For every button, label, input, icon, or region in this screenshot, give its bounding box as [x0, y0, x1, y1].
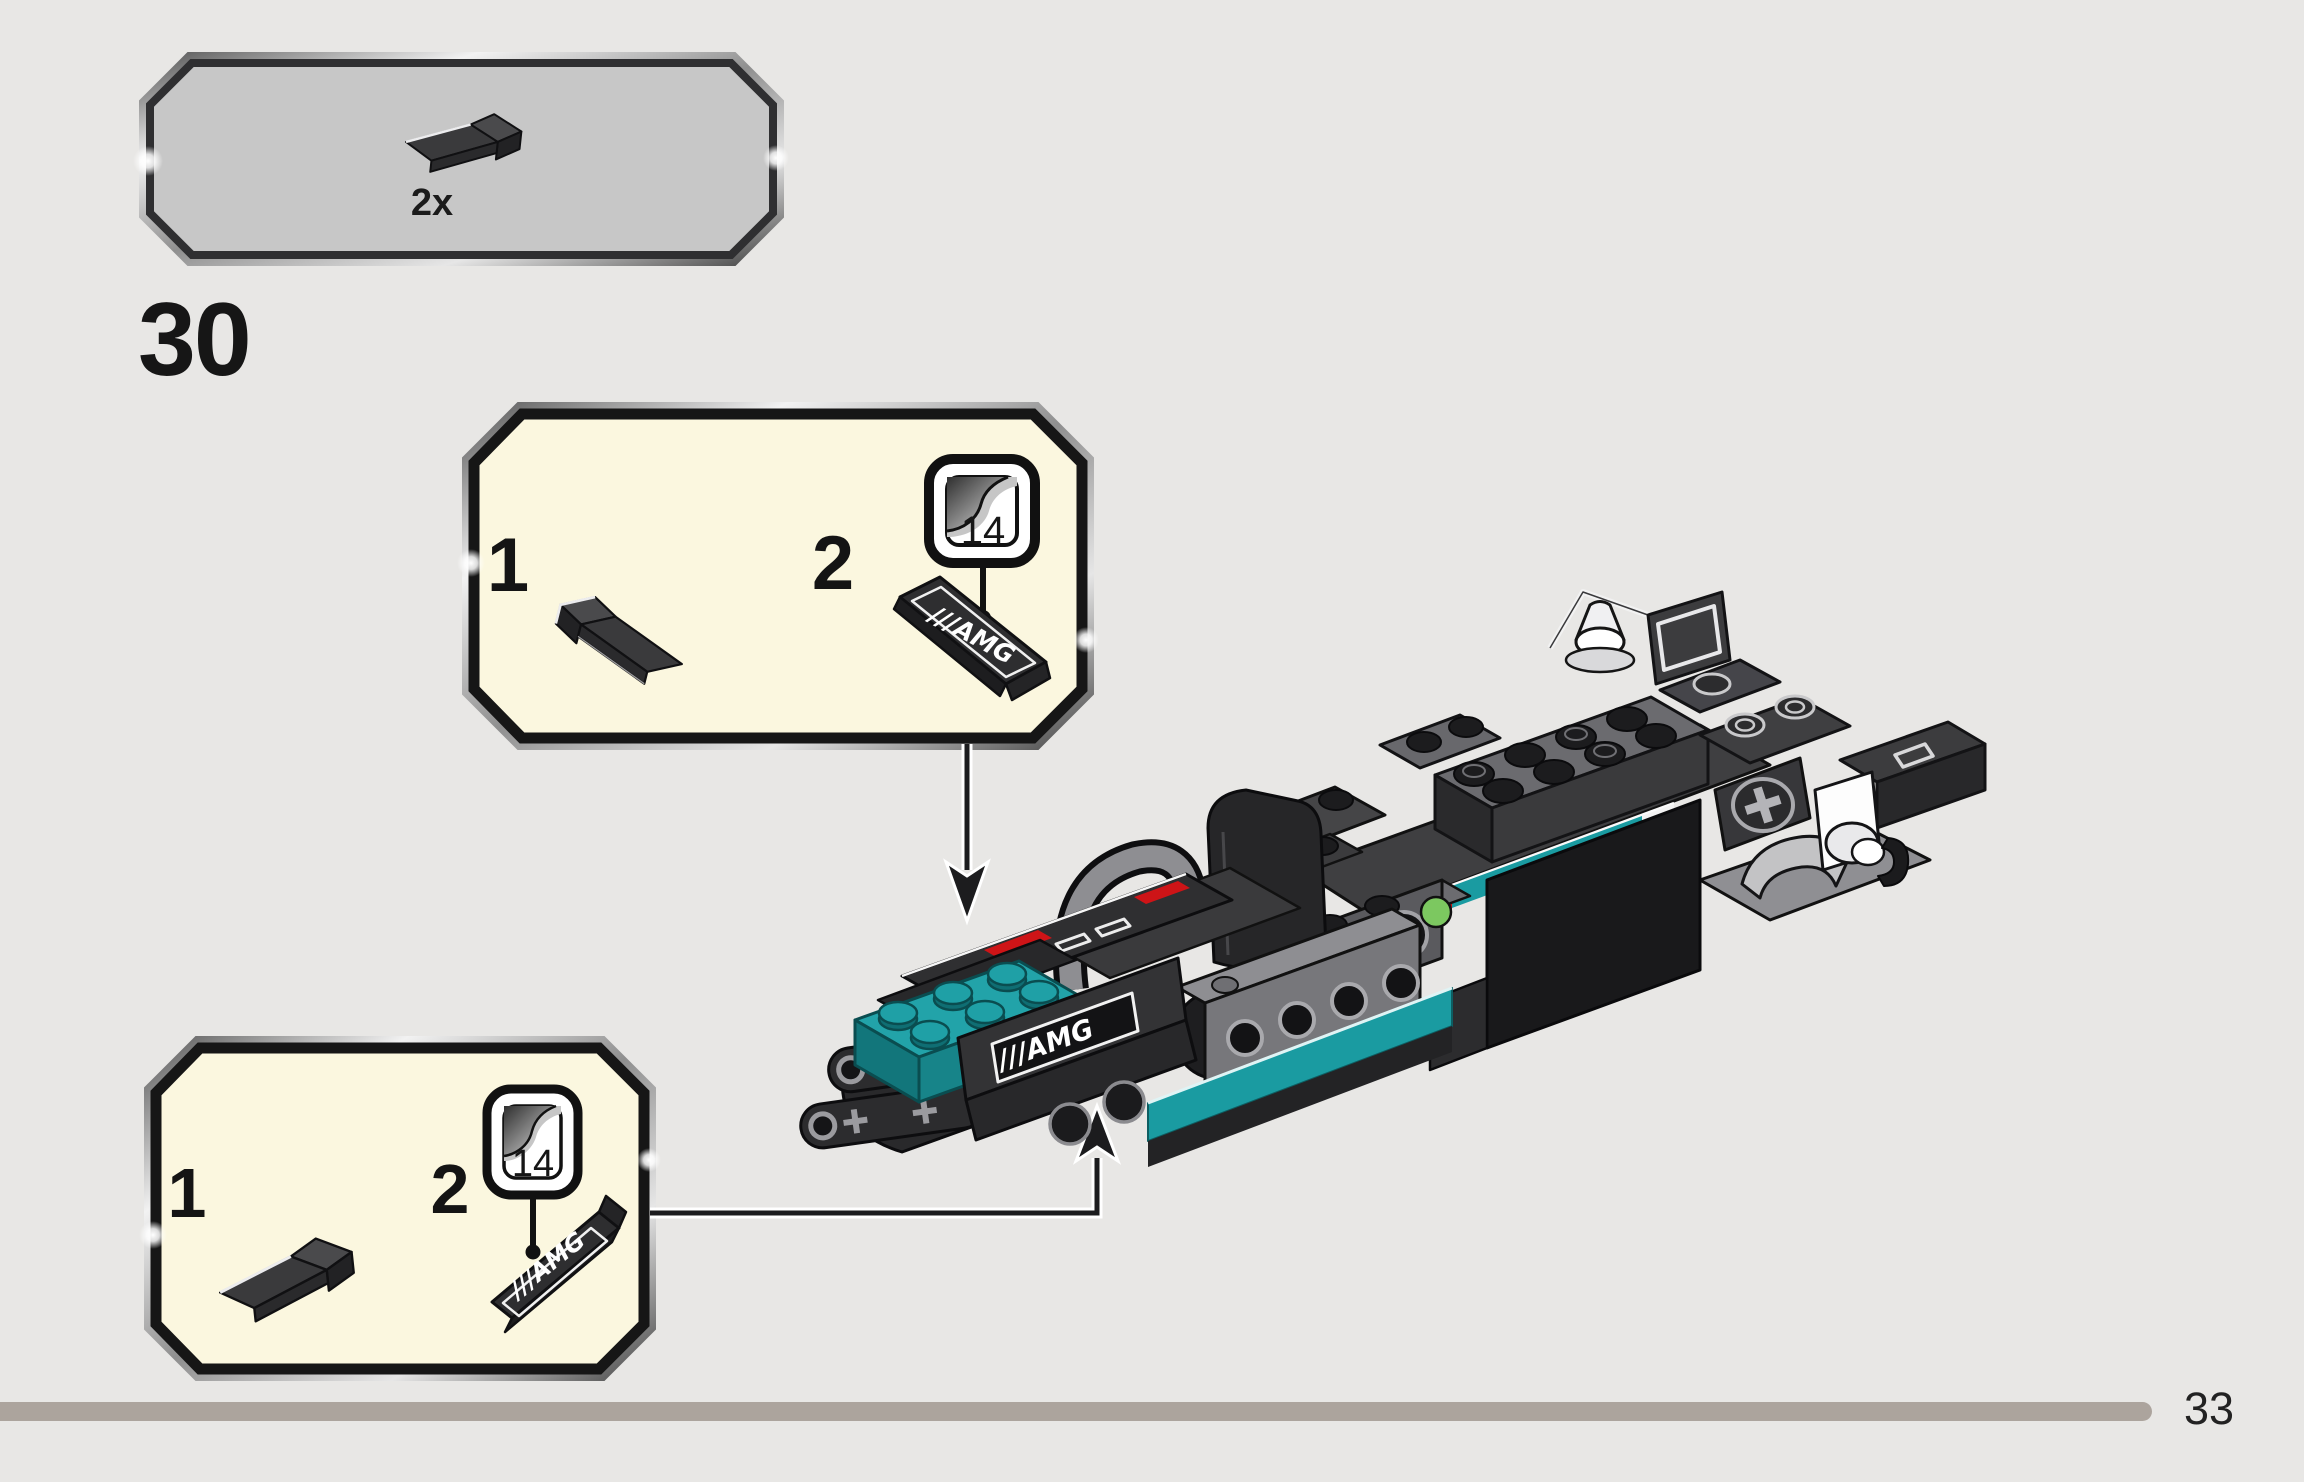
metal-sparkle: [763, 145, 789, 171]
rear-pin-assembly: [1547, 589, 1732, 686]
clip-icon: [1877, 837, 1910, 887]
page-number: 33: [2184, 1383, 2235, 1434]
sticker-number-top: 14: [960, 509, 1006, 553]
model-render: ///AMG: [799, 589, 1987, 1167]
substep-box-bottom: ///AMG: [139, 1036, 661, 1381]
substep-2-label-top: 2: [811, 521, 855, 606]
metal-sparkle: [133, 146, 163, 176]
green-pin: [1419, 895, 1453, 929]
sticker-callout-dot: [525, 1244, 541, 1260]
teal-skirt: [1147, 986, 1453, 1167]
red-stripe: [984, 930, 1052, 958]
sticker-number-bottom: 14: [511, 1143, 555, 1185]
step-number: 30: [138, 282, 252, 398]
assembly-arrow-up: [650, 1101, 1122, 1219]
substep-1-label-bottom: 1: [167, 1154, 207, 1232]
axle-mount: [1713, 756, 1812, 852]
substep-2-label-bottom: 2: [430, 1150, 470, 1228]
sticker-indicator-icon: [482, 1084, 583, 1200]
rear-2x4-brick: [1433, 695, 1710, 864]
quantity-label: 2x: [410, 182, 454, 224]
substep-box-top: ///AMG: [457, 402, 1099, 750]
metal-sparkle: [637, 1148, 661, 1172]
front-teal-brick: [853, 959, 1085, 1104]
rear-bumper-assembly: [1698, 770, 1932, 922]
studs: [1453, 706, 1677, 804]
metal-sparkle: [139, 1221, 167, 1249]
side-panel-stripes: [1397, 798, 1702, 1072]
assembly-arrow-down: [943, 744, 991, 926]
red-stripe: [1134, 881, 1190, 904]
front-bumper: ///AMG: [956, 956, 1198, 1146]
studs: [877, 961, 1060, 1051]
metal-sparkle: [457, 549, 485, 577]
headlight-brick: [1175, 907, 1422, 1087]
page-divider: [0, 1402, 2152, 1421]
amg-sticker-tile: [990, 991, 1140, 1084]
metal-sparkle: [1073, 627, 1099, 653]
sticker-indicator-icon: [924, 454, 1040, 568]
substep-1-label-top: 1: [486, 523, 530, 608]
rear-ring-stud-bricks: [1658, 658, 1852, 765]
rear-upper-brick: [1378, 713, 1502, 770]
parts-callout-box: [133, 52, 789, 266]
